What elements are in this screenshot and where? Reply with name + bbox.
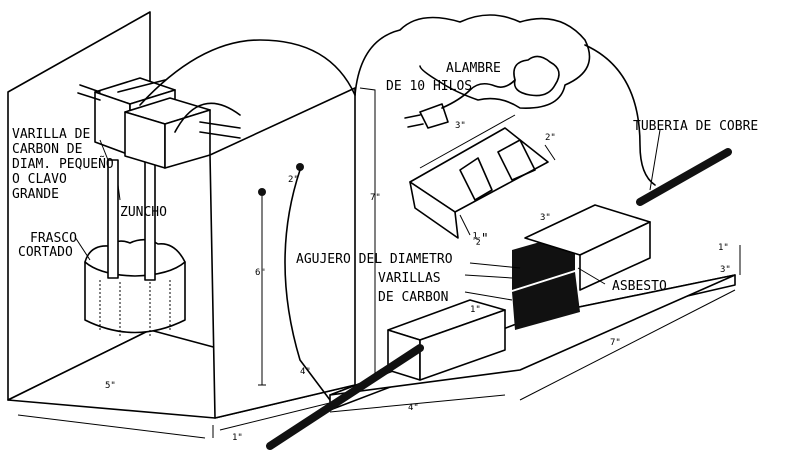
svg-text:GRANDE: GRANDE [12, 187, 59, 202]
svg-text:2": 2" [288, 175, 299, 185]
svg-text:O CLAVO: O CLAVO [12, 172, 67, 187]
clamp-blocks [77, 77, 241, 169]
wire-front [284, 169, 331, 401]
svg-text:1": 1" [232, 433, 243, 443]
zuncho-label: ZUNCHO [120, 205, 167, 220]
svg-text:CORTADO: CORTADO [18, 245, 73, 260]
svg-text:FRASCO: FRASCO [30, 231, 77, 246]
frasco-label: FRASCO CORTADO [18, 231, 77, 260]
varillas-label: VARILLAS DE CARBON [378, 271, 448, 305]
svg-text:DE 10 HILOS: DE 10 HILOS [386, 79, 472, 94]
svg-text:7": 7" [370, 193, 381, 203]
frame-apparatus [7, 11, 380, 439]
plug [404, 79, 516, 129]
svg-text:3": 3" [455, 121, 466, 131]
right-apparatus [266, 114, 741, 450]
cloud-callout [354, 14, 656, 186]
svg-text:VARILLA DE: VARILLA DE [12, 127, 90, 142]
carbon-rod-left [107, 159, 119, 279]
hole-left [258, 188, 266, 196]
svg-text:4": 4" [300, 367, 311, 377]
svg-text:3": 3" [540, 213, 551, 223]
svg-text:1": 1" [718, 243, 729, 253]
tuberia-label: TUBERIA DE COBRE [633, 119, 758, 134]
carbon-rod-right [144, 161, 156, 281]
svg-text:5": 5" [105, 381, 116, 391]
detail-piece [409, 114, 556, 239]
frasco-cortado [84, 238, 186, 336]
svg-text:DE CARBON: DE CARBON [378, 290, 448, 305]
svg-text:½": ½" [473, 232, 489, 247]
varilla-label: VARILLA DE CARBON DE DIAM. PEQUEÑO O CLA… [12, 127, 114, 202]
svg-text:DIAM. PEQUEÑO: DIAM. PEQUEÑO [12, 156, 114, 172]
asbesto-label: ASBESTO [612, 279, 667, 294]
svg-text:ALAMBRE: ALAMBRE [446, 61, 501, 76]
svg-text:2": 2" [545, 133, 556, 143]
svg-text:3": 3" [720, 265, 731, 275]
svg-text:1": 1" [470, 305, 481, 315]
svg-text:7": 7" [610, 338, 621, 348]
svg-text:4": 4" [408, 403, 419, 413]
alambre-label: ALAMBRE DE 10 HILOS [386, 61, 501, 94]
tuberia-left [266, 344, 424, 450]
svg-text:VARILLAS: VARILLAS [378, 271, 441, 286]
svg-text:6": 6" [255, 268, 266, 278]
asbesto-lower [512, 272, 580, 330]
svg-text:CARBON DE: CARBON DE [12, 142, 82, 157]
agujero-label: AGUJERO DEL DIAMETRO [296, 252, 453, 267]
hole-right [296, 163, 304, 171]
dimension-labels: 5" 4" 7" 6" 2" 1" 4" 7" 1" 3" ½" 3" 2" 1… [105, 121, 731, 443]
wire-left [139, 39, 356, 106]
tuberia-right [636, 148, 732, 206]
